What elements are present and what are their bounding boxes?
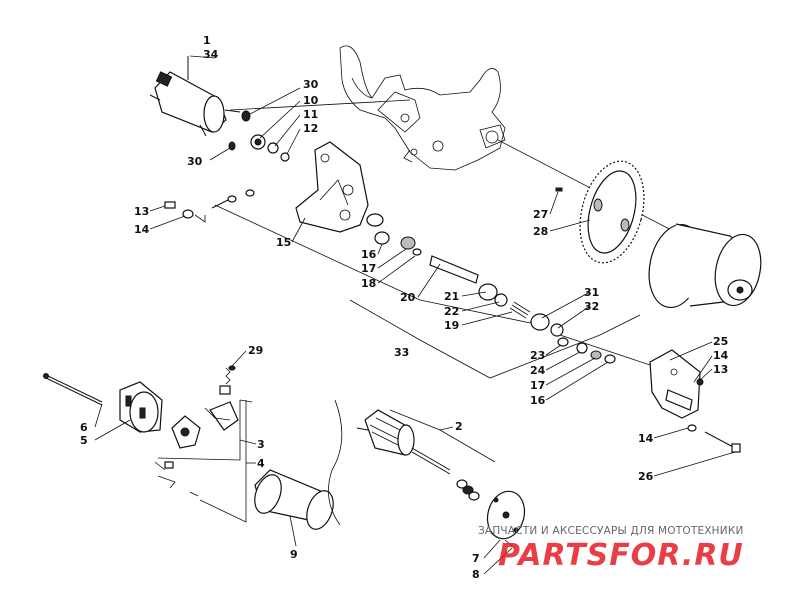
callout-17b: 17 — [530, 379, 545, 392]
armature — [356, 409, 496, 475]
callout-17: 17 — [361, 262, 376, 275]
small-hardware-upper — [228, 110, 290, 162]
callout-14c: 14 — [638, 432, 654, 445]
callout-1: 1 — [203, 34, 211, 47]
motor-housing — [254, 399, 343, 530]
callout-7: 7 — [472, 552, 480, 565]
callout-25: 25 — [713, 335, 728, 348]
brush-small-parts — [154, 461, 199, 497]
callout-20: 20 — [400, 291, 416, 304]
callout-10: 10 — [303, 94, 319, 107]
end-cap — [119, 381, 163, 433]
callout-26: 26 — [638, 470, 654, 483]
callout-32: 32 — [584, 300, 599, 313]
end-housing — [649, 349, 704, 419]
callout-28: 28 — [533, 225, 548, 238]
callout-4: 4 — [257, 457, 265, 470]
watermark-tagline: ЗАПЧАСТИ И АКСЕССУАРЫ ДЛЯ МОТОТЕХНИКИ — [478, 525, 744, 537]
leader-lines — [94, 55, 736, 575]
long-bolt — [687, 424, 741, 453]
flywheel-drum — [648, 223, 762, 309]
callout-14b: 14 — [713, 349, 729, 362]
thru-bolt — [43, 373, 103, 406]
callout-11: 11 — [303, 108, 318, 121]
callout-2: 2 — [455, 420, 463, 433]
end-plate — [486, 490, 526, 549]
group-33-bracket — [349, 299, 641, 379]
callout-14: 14 — [134, 223, 150, 236]
callout-9: 9 — [290, 548, 298, 561]
watermark: ЗАПЧАСТИ И АКСЕССУАРЫ ДЛЯ МОТОТЕХНИКИ PA… — [478, 525, 744, 573]
callout-8: 8 — [472, 568, 480, 581]
callout-13: 13 — [134, 205, 149, 218]
callout-16: 16 — [361, 248, 377, 261]
callout-16b: 16 — [530, 394, 546, 407]
callout-18: 18 — [361, 277, 376, 290]
callout-12: 12 — [303, 122, 318, 135]
lower-shaft-hardware — [557, 337, 616, 364]
callout-22: 22 — [444, 305, 459, 318]
brush-holder — [171, 365, 239, 449]
watermark-logo: PARTSFOR.RU — [498, 538, 744, 573]
callout-34: 34 — [203, 48, 219, 61]
mounting-bracket — [295, 141, 384, 233]
armature-washers — [456, 479, 480, 501]
callout-30: 30 — [303, 78, 319, 91]
callout-labels: 1 34 30 10 11 12 30 13 14 15 27 28 16 17… — [80, 34, 729, 581]
callout-31: 31 — [584, 286, 599, 299]
callout-19: 19 — [444, 319, 459, 332]
callout-33: 33 — [394, 346, 409, 359]
callout-27: 27 — [533, 208, 548, 221]
group-bracket-lines — [157, 399, 253, 523]
drive-shaft-parts — [374, 231, 564, 337]
callout-5: 5 — [80, 434, 88, 447]
callout-6: 6 — [80, 421, 88, 434]
callout-23: 23 — [530, 349, 545, 362]
bolt-washer-left — [164, 189, 255, 219]
engine-block — [339, 45, 506, 171]
callout-29: 29 — [248, 344, 263, 357]
callout-30b: 30 — [187, 155, 203, 168]
callout-3: 3 — [257, 438, 265, 451]
starter-motor — [149, 56, 241, 137]
callout-15: 15 — [276, 236, 291, 249]
ring-gear — [555, 160, 645, 264]
callout-13b: 13 — [713, 363, 728, 376]
callout-21: 21 — [444, 290, 459, 303]
callout-24: 24 — [530, 364, 546, 377]
